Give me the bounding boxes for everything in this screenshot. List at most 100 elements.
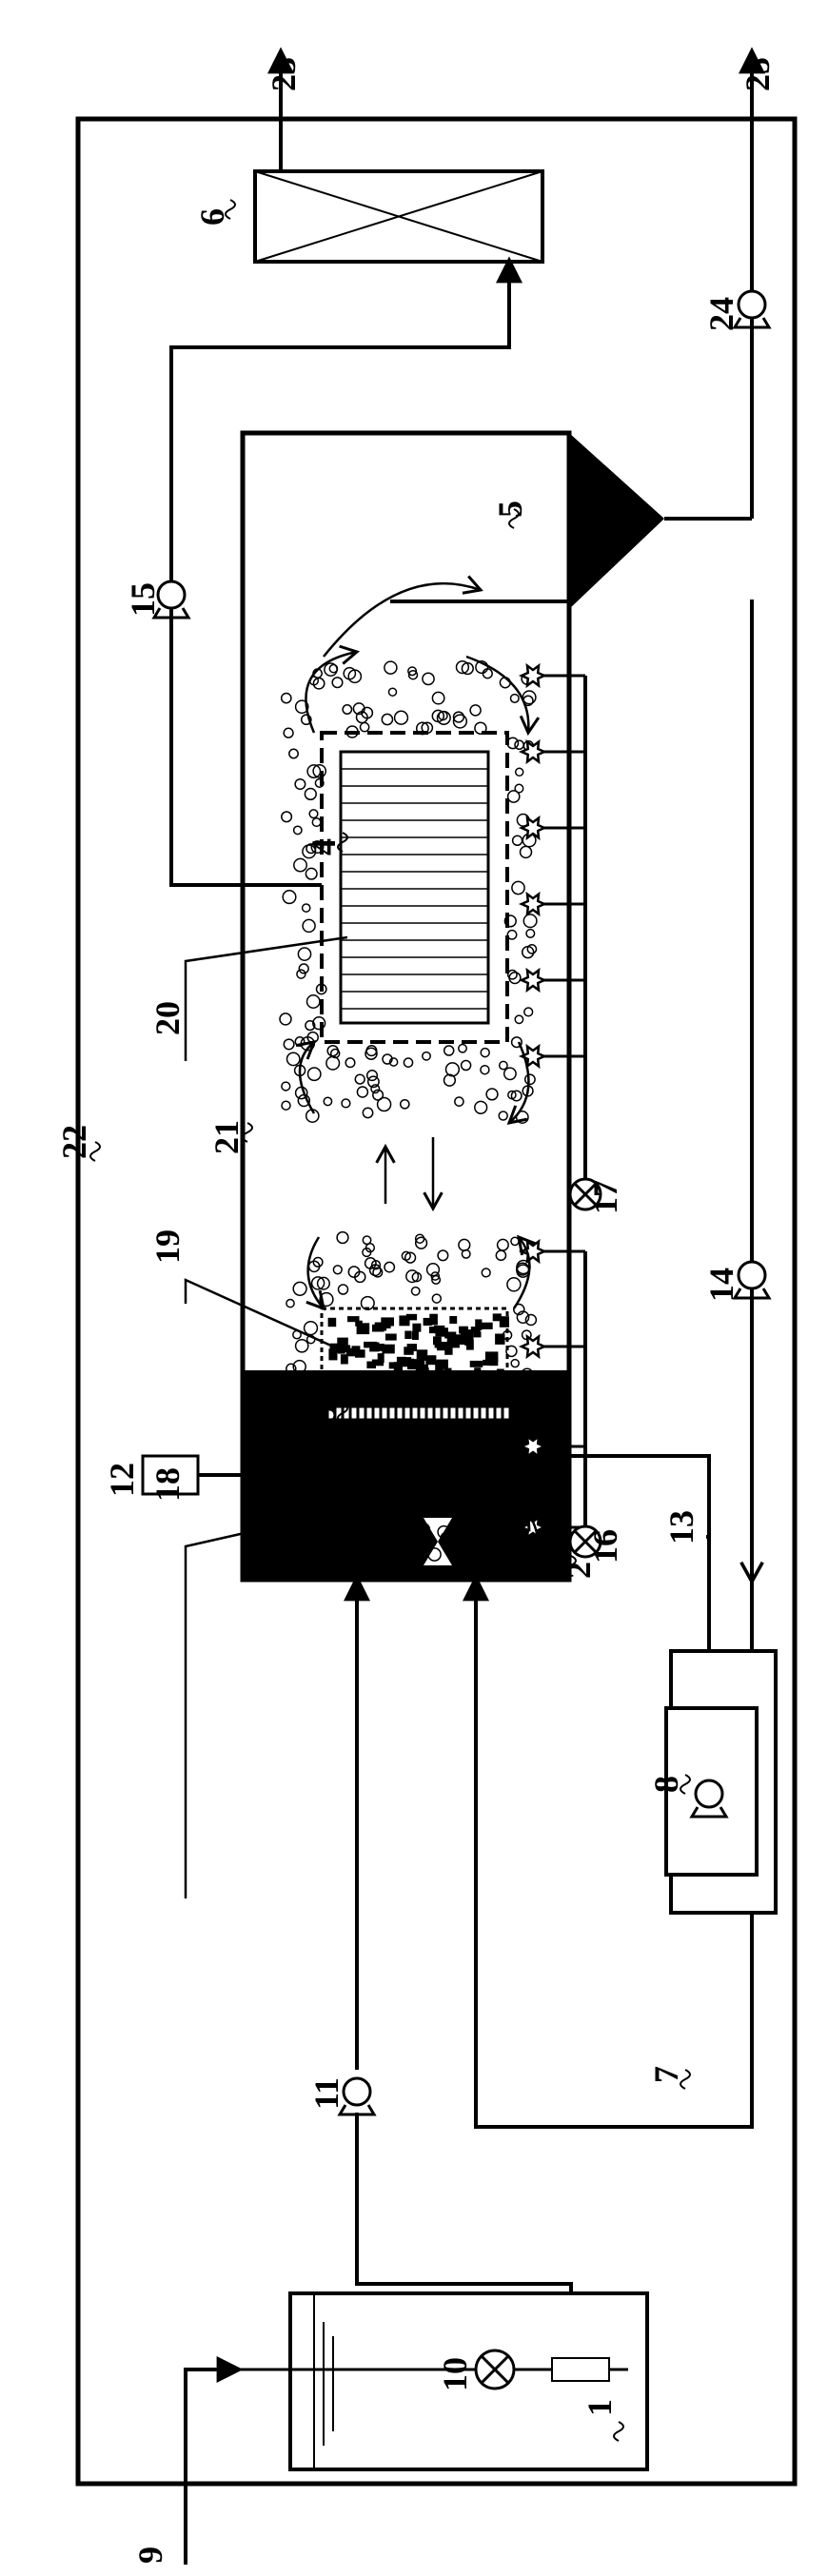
bubble [297, 947, 312, 961]
bubble [498, 1111, 508, 1121]
bubble [328, 663, 339, 674]
carrier-particle [409, 1454, 418, 1466]
bubble [405, 1269, 420, 1284]
bubble [452, 714, 468, 729]
bubble [352, 702, 365, 716]
carrier-particle [367, 1454, 379, 1463]
pump-15-icon [151, 580, 191, 619]
core-cell [434, 1406, 442, 1420]
carrier-particle [500, 1396, 514, 1406]
carrier-particle [436, 1359, 448, 1369]
carrier-particle [444, 1331, 457, 1339]
bubble [359, 721, 370, 733]
bubble [461, 1521, 471, 1531]
core-cell [503, 1406, 510, 1420]
bubble [288, 748, 299, 759]
carrier-particle [460, 1329, 474, 1340]
bubble [282, 1404, 297, 1419]
bubble [326, 1044, 339, 1057]
bubble [384, 1261, 396, 1273]
carrier-particle [373, 1470, 386, 1480]
mixing-chamber-2 [243, 1370, 569, 1580]
bubble [360, 1295, 375, 1310]
carrier-particle [498, 1385, 510, 1396]
label-3: 3 [305, 1405, 343, 1422]
bubble [387, 687, 398, 697]
bubble [308, 1404, 321, 1417]
carrier-particle [467, 1457, 482, 1469]
diffuser-icon [518, 891, 548, 917]
bubble [301, 903, 311, 913]
carrier-particle [433, 1325, 445, 1334]
label-19: 19 [148, 1229, 187, 1264]
carrier-particle [405, 1421, 419, 1427]
label-1: 1 [581, 2399, 619, 2416]
carrier-particle [369, 1342, 380, 1352]
carrier-particle [370, 1482, 382, 1492]
carrier-particle [432, 1387, 441, 1395]
carrier-particle [457, 1465, 468, 1475]
core-cell [426, 1406, 434, 1420]
bubble [503, 914, 517, 928]
bubble [286, 1052, 301, 1067]
bubble [440, 1531, 454, 1545]
carrier-particle [356, 1323, 370, 1335]
bubble [506, 969, 518, 980]
bubble [336, 1230, 349, 1245]
carrier-particle [470, 1395, 482, 1403]
carrier-particle [411, 1331, 419, 1340]
diffuser-icon [518, 738, 548, 765]
bubble [522, 914, 538, 929]
device-10-icon [474, 2349, 516, 2390]
bubble [296, 969, 306, 979]
bubble [510, 1036, 522, 1049]
carrier-particle [407, 1399, 418, 1406]
carrier-particle [341, 1400, 351, 1407]
carrier-particle [446, 1335, 459, 1345]
label-20: 20 [148, 1001, 187, 1035]
bubble [455, 659, 470, 675]
bubble [316, 1276, 330, 1290]
bubble [505, 1552, 517, 1563]
carrier-particle [348, 1472, 361, 1479]
bubble [282, 890, 297, 905]
bubble [311, 1420, 323, 1431]
bubble [422, 1051, 431, 1061]
carrier-particle [333, 1466, 346, 1474]
bubble [431, 709, 445, 723]
bubble [332, 1265, 343, 1275]
sensor-12 [141, 1454, 243, 1496]
bubble [314, 777, 325, 788]
bubble [506, 737, 520, 750]
carrier-particle [461, 1437, 469, 1448]
core-cell [449, 1406, 457, 1420]
carrier-particle [489, 1357, 499, 1367]
bubble [461, 661, 474, 676]
carrier-particle [355, 1349, 365, 1358]
bubble [347, 669, 363, 684]
label-10: 10 [436, 2357, 474, 2391]
carrier-particle [484, 1447, 498, 1457]
bubble [503, 1067, 517, 1081]
bubble [509, 693, 520, 703]
core-cell [495, 1406, 503, 1420]
bubble [302, 918, 316, 934]
carrier-particle [481, 1454, 488, 1463]
flow-circulation-arrows [295, 575, 545, 1578]
label-16: 16 [586, 1529, 624, 1563]
bubble [365, 1045, 378, 1057]
carrier-particle [466, 1339, 474, 1350]
bubble [510, 1358, 520, 1368]
bubble [468, 1544, 481, 1557]
bubble [356, 1086, 369, 1098]
carrier-particle [382, 1344, 395, 1354]
bubble [341, 1512, 355, 1526]
bubble [354, 1073, 365, 1085]
bubble [303, 1320, 319, 1336]
carrier-particle [444, 1454, 459, 1463]
label-13: 13 [662, 1510, 700, 1544]
bubble [521, 945, 535, 959]
bubble [519, 845, 533, 859]
bubble [403, 1057, 414, 1068]
